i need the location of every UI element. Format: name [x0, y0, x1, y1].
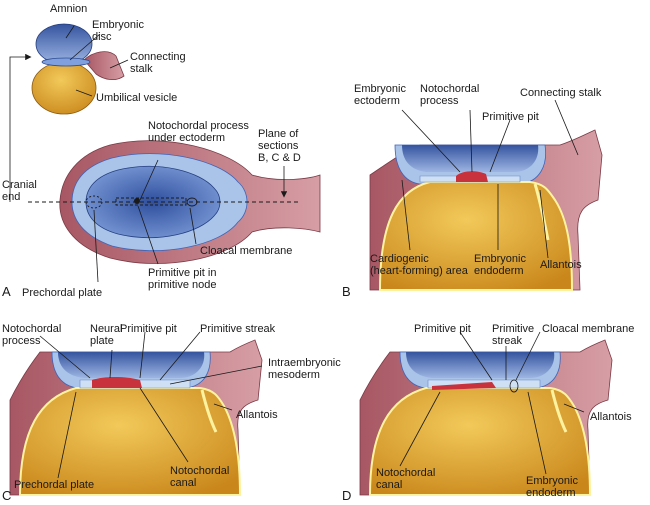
amnion-inner-b	[402, 145, 539, 172]
umbilical-vesicle-shape	[31, 61, 97, 115]
cranial-arrow	[9, 53, 32, 202]
leader-c-canal	[139, 387, 189, 463]
label-c-prechordal-plate: Prechordal plate	[14, 479, 94, 491]
allantois-b	[533, 183, 550, 241]
leader-amnion	[65, 25, 75, 39]
label-c-allantois: Allantois	[236, 409, 278, 421]
leader-c-streak	[159, 331, 201, 381]
leader-c-mesoderm	[169, 365, 263, 385]
label-d-primitive-pit: Primitive pit	[414, 323, 471, 335]
label-b-allantois: Allantois	[540, 259, 582, 271]
leader-vesicle	[75, 89, 93, 97]
leader-stalk	[109, 59, 129, 69]
section-c	[9, 339, 263, 496]
amnion-inner-c	[58, 352, 205, 378]
embryonic-disc-shape	[41, 57, 91, 67]
yolk-sac-c	[18, 387, 242, 496]
dorsal-view	[28, 140, 321, 264]
label-prechordal-plate: Prechordal plate	[22, 287, 102, 299]
notochordal-canal-d	[432, 382, 496, 390]
yolk-sac-d	[368, 387, 592, 496]
allantois-d	[550, 389, 568, 433]
notochordal-process-c	[92, 377, 142, 388]
label-b-cardiogenic-area: Cardiogenic(heart-forming) area	[370, 253, 469, 277]
notochordal-process-b	[456, 171, 488, 182]
leader-d-allantois	[563, 403, 585, 413]
leader-disc	[69, 33, 101, 61]
label-b-connecting-stalk: Connecting stalk	[520, 87, 602, 99]
cloacal-membrane-d	[509, 379, 519, 393]
leader-b-stalk	[554, 99, 579, 156]
label-cloacal-membrane: Cloacal membrane	[200, 245, 292, 257]
section-d	[359, 339, 613, 496]
leader-d-canal	[399, 391, 441, 467]
leader-c-notochord	[39, 335, 91, 379]
leader-b-notochord	[469, 109, 473, 173]
panel-letter-b: B	[342, 284, 351, 299]
leader-b-ectoderm	[401, 109, 461, 173]
label-c-primitive-pit: Primitive pit	[120, 323, 177, 335]
section-b	[369, 129, 603, 291]
panel-letter-a: A	[2, 284, 11, 299]
leader-b-pit	[489, 119, 511, 173]
leader-d-endoderm	[527, 391, 547, 475]
leader-b-allantois	[539, 189, 549, 259]
leader-cloacal	[189, 207, 197, 245]
label-b-primitive-pit: Primitive pit	[482, 111, 539, 123]
label-c-primitive-streak: Primitive streak	[200, 323, 276, 335]
primitive-pit-mark	[134, 198, 140, 204]
leader-c-pit	[139, 331, 146, 379]
yolk-sac-b	[378, 181, 574, 291]
panel-letter-c: C	[2, 488, 11, 503]
label-d-cloacal-membrane: Cloacal membrane	[542, 323, 634, 335]
panel-letter-d: D	[342, 488, 351, 503]
leader-c-allantois	[213, 403, 233, 411]
label-amnion: Amnion	[50, 3, 87, 15]
connecting-stalk-shape	[83, 51, 125, 80]
leader-d-pit	[459, 331, 493, 381]
embryo-overview	[31, 23, 125, 115]
leader-pit	[137, 205, 159, 265]
leader-b-cardio	[401, 179, 411, 251]
label-d-allantois: Allantois	[590, 411, 632, 423]
leader-c-prechordal	[57, 391, 77, 479]
label-umbilical-vesicle: Umbilical vesicle	[96, 92, 177, 104]
leader-notochordal-process	[139, 159, 159, 201]
allantois-c	[200, 389, 218, 433]
leader-c-neural	[109, 349, 113, 379]
leader-prechordal	[93, 209, 99, 283]
leader-d-cloacal	[515, 331, 541, 381]
amnion-inner-d	[406, 352, 555, 378]
